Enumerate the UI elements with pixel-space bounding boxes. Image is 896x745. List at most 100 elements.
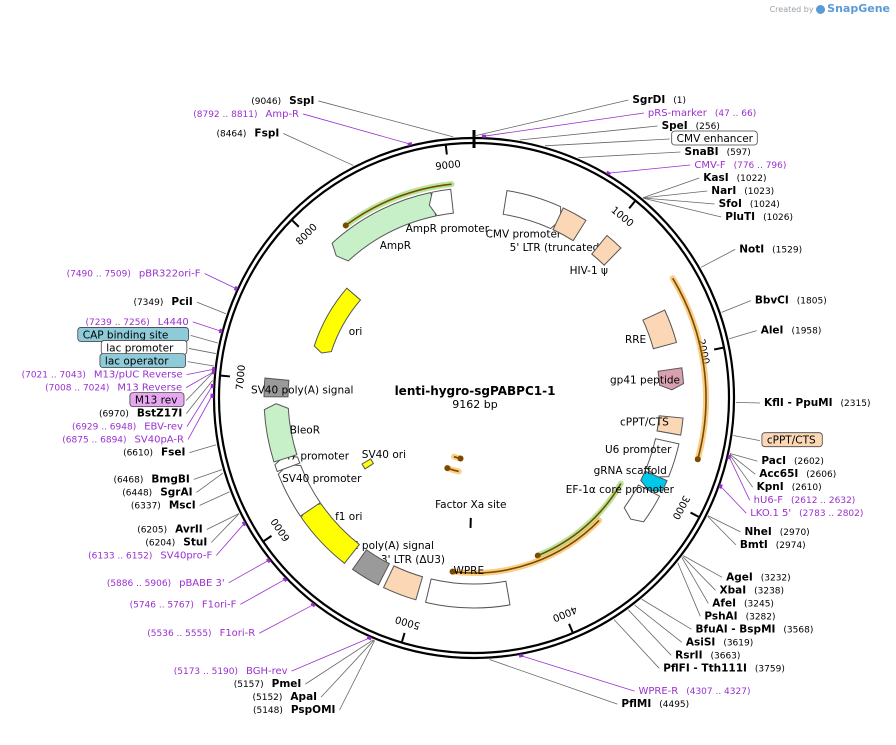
tick-mark-5000 [401, 632, 406, 642]
label-m13-puc-reverse[interactable]: (7021 .. 7043)M13/pUC Reverse [22, 366, 216, 381]
feature-bleor[interactable]: BleoR [263, 403, 320, 463]
label-avrii[interactable]: (6205)AvrII [137, 513, 240, 536]
label-pspomi[interactable]: (5148)PspOMI [253, 640, 376, 716]
label-bmgbi[interactable]: (6468)BmgBI [113, 469, 223, 486]
label-fsei[interactable]: (6610)FseI [123, 444, 217, 459]
feature-bgh-poly-a-signal[interactable]: bGH poly(A) signal [336, 540, 434, 586]
feature-ampr-promoter[interactable]: AmpR promoter [406, 188, 490, 235]
label-m13-reverse[interactable]: (7008 .. 7024)M13 Reverse [45, 369, 216, 394]
label-sgrai[interactable]: (6448)SgrAI [122, 472, 224, 498]
label-ebv-rev[interactable]: (6929 .. 6948)EBV-rev [72, 383, 214, 433]
label-leader [185, 371, 214, 388]
label-cmv-f[interactable]: CMV-F(776 .. 796) [605, 160, 787, 176]
label-agei[interactable]: AgeI(3232) [683, 555, 791, 584]
feature-sv40-ori[interactable]: SV40 ori [361, 449, 406, 470]
label-pbr322ori-f[interactable]: (7490 .. 7509)pBR322ori-F [67, 268, 239, 292]
feature-ori[interactable]: ori [313, 287, 362, 354]
label-noti[interactable]: NotI(1529) [700, 243, 802, 268]
feature-cmv-promoter[interactable]: CMV promoter [486, 190, 562, 241]
label-rsrii[interactable]: RsrII(3663) [627, 609, 740, 662]
label-lko-1-5[interactable]: LKO.1 5'(2783 .. 2802) [718, 483, 863, 519]
label-apai[interactable]: (5152)ApaI [252, 639, 375, 703]
feature-5-ltr-truncated[interactable]: 5' LTR (truncated) [510, 207, 604, 254]
label-kpni[interactable]: KpnI(2610) [729, 454, 822, 493]
label-sgrdi[interactable]: SgrDI(1) [474, 94, 686, 137]
snapgene-credit: Created by SnapGene [770, 2, 890, 15]
label-bgh-rev[interactable]: (5173 .. 5190)BGH-rev [174, 635, 372, 677]
feature-f1-ori[interactable]: f1 ori [300, 503, 362, 565]
label-asisi[interactable]: AsiSI(3619) [634, 604, 754, 648]
label-text: PflFI - Tth111I(3759) [663, 662, 785, 674]
label-snabi[interactable]: SnaBI(597) [578, 146, 751, 159]
label-spei[interactable]: SpeI(256) [519, 120, 720, 141]
label-amp-r[interactable]: (8792 .. 8811)Amp-R [193, 109, 413, 146]
label-xbai[interactable]: XbaI(3238) [682, 556, 784, 597]
orf-head-4 [457, 455, 464, 462]
label-leader [643, 190, 708, 199]
label-lac-operator[interactable]: lac operator [99, 353, 215, 369]
label-leader [728, 456, 751, 501]
label-position: (7490 .. 7509) [67, 269, 131, 279]
label-prs-marker[interactable]: pRS-marker(47 .. 66) [481, 108, 756, 138]
feature-wpre[interactable]: WPRE [425, 565, 511, 609]
label-text: LKO.1 5'(2783 .. 2802) [750, 508, 863, 519]
feature-3-ltr-u3[interactable]: 3' LTR (ΔU3) [381, 554, 445, 601]
label-name: PluTI [725, 211, 755, 223]
label-acc65i[interactable]: Acc65I(2606) [729, 453, 836, 480]
feature-ef-1-core-promoter[interactable]: EF-1α core promoter [566, 484, 675, 523]
feature-cppt-cts[interactable]: cPPT/CTS [620, 415, 684, 436]
label-text: (6337)MscI [131, 499, 196, 511]
label-cmv-enhancer[interactable]: CMV enhancer [544, 130, 758, 147]
label-pmei[interactable]: (5157)PmeI [234, 639, 374, 690]
label-text: RsrII(3663) [675, 649, 740, 661]
label-sspi[interactable]: (9046)SspI [251, 95, 454, 138]
label-cppt-cts[interactable]: cPPT/CTS [733, 432, 823, 448]
label-pflmi[interactable]: PflMI(4495) [489, 659, 689, 711]
feature-grna-scaffold[interactable]: gRNA scaffold [594, 465, 668, 492]
label-leader [187, 361, 215, 367]
label-position: (597) [727, 148, 751, 158]
label-pbabe-3[interactable]: (5886 .. 5906)pBABE 3' [107, 557, 271, 589]
label-bstz17i[interactable]: (6970)BstZ17I [99, 380, 213, 420]
label-sv40pro-f[interactable]: (6133 .. 6152)SV40pro-F [88, 521, 247, 562]
label-m13-rev[interactable]: M13 rev [129, 371, 214, 408]
label-position: (47 .. 66) [715, 109, 756, 119]
label-leader [190, 335, 218, 344]
label-f1ori-r[interactable]: (5536 .. 5555)F1ori-R [147, 602, 316, 639]
label-alei[interactable]: AleI(1958) [729, 325, 821, 340]
feature-rre[interactable]: RRE [625, 309, 678, 350]
label-msci[interactable]: (6337)MscI [131, 491, 230, 512]
label-bbvci[interactable]: BbvCI(1805) [721, 295, 827, 313]
label-stui[interactable]: (6204)StuI [145, 513, 240, 549]
label-kfli-ppumi[interactable]: KflI - PpuMI(2315) [735, 397, 871, 409]
feature-ampr[interactable]: AmpR [331, 191, 437, 262]
label-afei[interactable]: AfeI(3245) [681, 557, 774, 610]
feature-label: RRE [625, 334, 646, 346]
label-l4440[interactable]: (7239 .. 7256)L4440 [85, 317, 223, 334]
label-pcii[interactable]: (7349)PciI [133, 296, 227, 315]
label-sv40pa-r[interactable]: (6875 .. 6894)SV40pA-R [62, 393, 214, 446]
label-leader [643, 197, 722, 218]
label-bmti[interactable]: BmtI(2974) [707, 516, 806, 551]
label-nari[interactable]: NarI(1023) [643, 185, 774, 199]
feature-u6-promoter[interactable]: U6 promoter [605, 438, 680, 478]
feature-gp41-peptide[interactable]: gp41 peptide [610, 367, 685, 391]
label-sfoi[interactable]: SfoI(1024) [643, 197, 780, 210]
label-kasi[interactable]: KasI(1022) [642, 172, 767, 199]
label-bfuai-bspmi[interactable]: BfuAI - BspMI(3568) [641, 598, 814, 635]
label-f1ori-f[interactable]: (5746 .. 5767)F1ori-F [130, 576, 288, 610]
label-cap-binding-site[interactable]: CAP binding site [77, 327, 218, 344]
label-pflfi-tth111i[interactable]: PflFI - Tth111I(3759) [613, 619, 785, 674]
feature-sv40-poly-a-signal[interactable]: SV40 poly(A) signal [251, 377, 354, 398]
feature-label: HIV-1 ψ [570, 265, 608, 277]
label-lac-promoter[interactable]: lac promoter [100, 340, 216, 355]
label-hu6-f[interactable]: hU6-F(2612 .. 2632) [727, 454, 856, 506]
label-pluti[interactable]: PluTI(1026) [643, 197, 794, 223]
feature-hiv-1[interactable]: HIV-1 ψ [570, 234, 622, 277]
label-pshai[interactable]: PshAI(3282) [677, 562, 776, 623]
feature-factor-xa-site[interactable]: Factor Xa site [435, 499, 507, 528]
label-fspi[interactable]: (8464)FspI [216, 127, 354, 166]
label-nhei[interactable]: NheI(2970) [707, 515, 810, 538]
label-paci[interactable]: PacI(2602) [729, 453, 824, 468]
label-wpre-r[interactable]: WPRE-R(4307 .. 4327) [518, 653, 750, 697]
